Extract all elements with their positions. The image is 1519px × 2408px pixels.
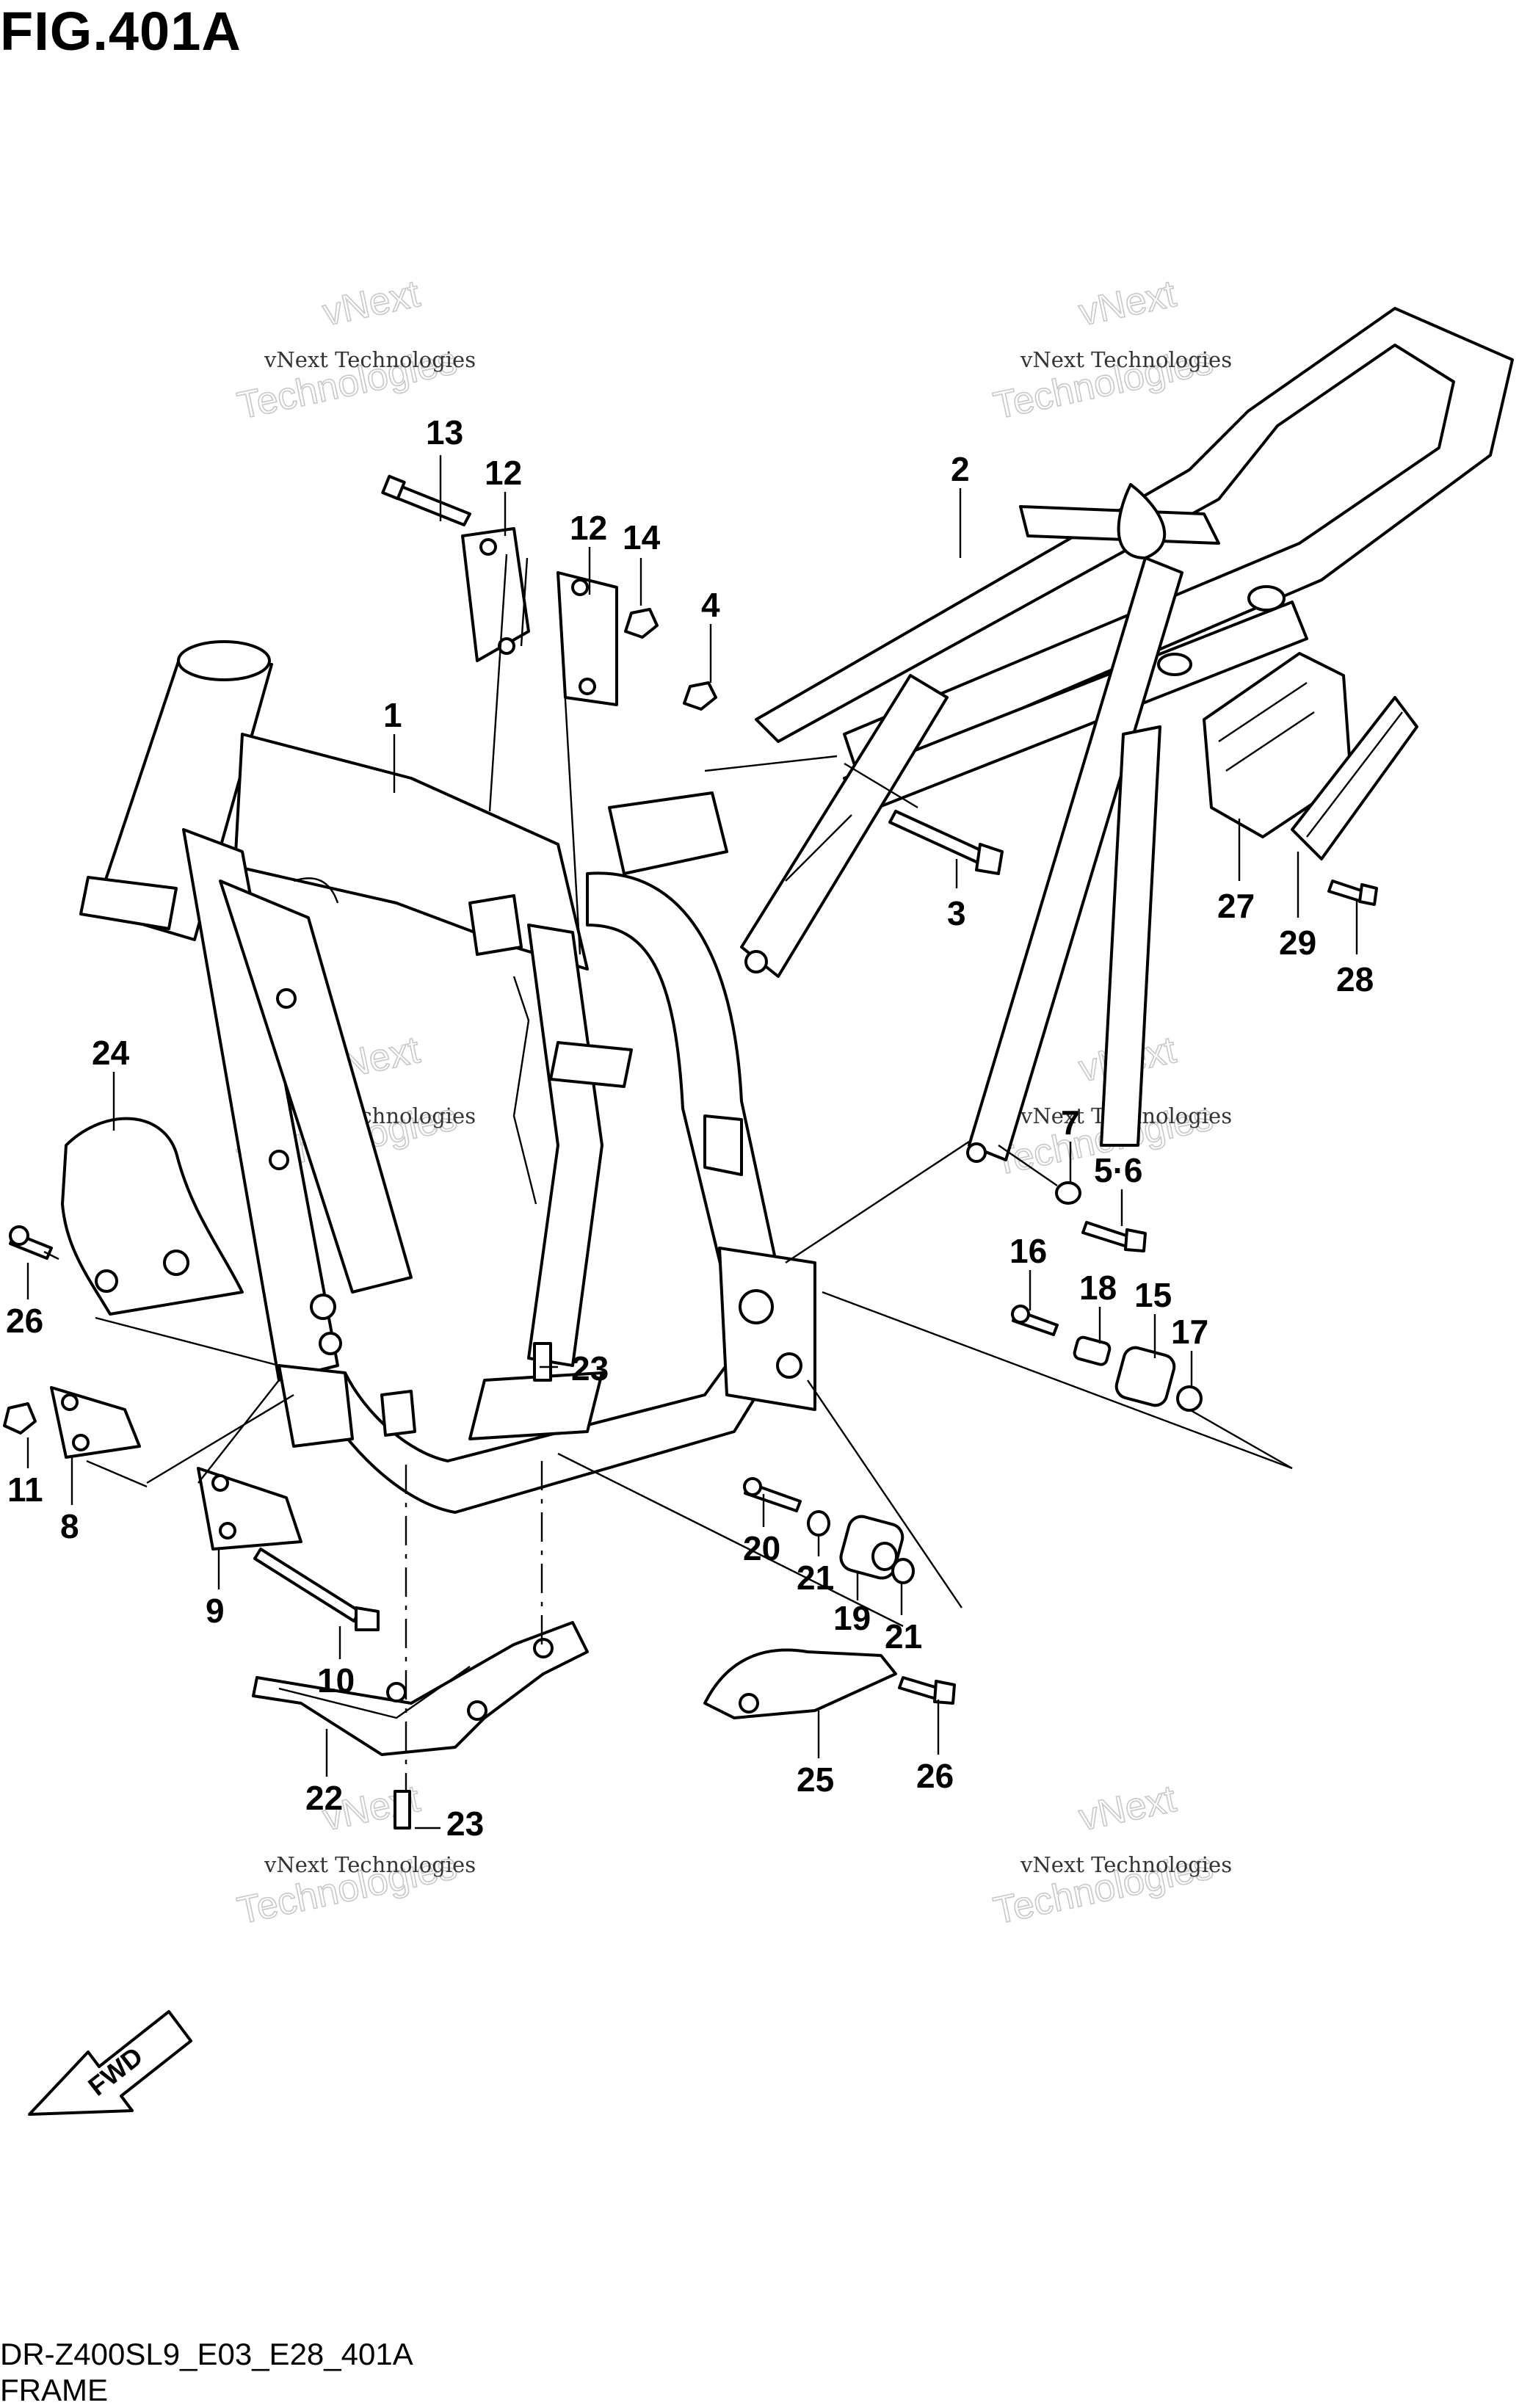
skid-plate	[252, 1621, 589, 1756]
callout-26: 26	[916, 1757, 954, 1795]
callout-23: 23	[446, 1805, 484, 1843]
callout-28: 28	[1336, 960, 1374, 998]
callout-9: 9	[206, 1592, 225, 1630]
watermark-bottom-left: vNext Technologies vNext Technologies	[233, 1777, 476, 1933]
model-code: DR-Z400SL9_E03_E28_401A	[0, 2337, 413, 2371]
fwd-arrow-icon: FWD	[28, 2010, 192, 2116]
bolt-16	[1011, 1305, 1059, 1336]
dashed-center-lines	[405, 1461, 543, 1791]
bracket-8	[50, 1386, 141, 1459]
collar-18	[1073, 1335, 1112, 1366]
callout-12: 12	[570, 509, 607, 547]
section-name: FRAME	[0, 2373, 108, 2407]
callout-13: 13	[426, 413, 463, 452]
callout-27: 27	[1217, 887, 1255, 925]
callout-15: 15	[1134, 1276, 1172, 1314]
bolt-5-6	[1081, 1221, 1147, 1252]
figure-title: FIG.401A	[0, 1, 242, 62]
nut-14	[624, 608, 659, 639]
svg-text:vNext Technologies: vNext Technologies	[264, 1852, 476, 1877]
callout-8: 8	[60, 1507, 79, 1545]
bolt-26-lower	[898, 1676, 956, 1705]
svg-text:vNext: vNext	[319, 272, 424, 334]
callout-20: 20	[743, 1529, 780, 1567]
callout-26: 26	[6, 1302, 43, 1340]
bolt-10	[253, 1548, 380, 1631]
nut-4	[683, 681, 717, 711]
watermark-top-left: vNext Technologies vNext Technologies	[233, 272, 476, 428]
callout-1: 1	[383, 696, 402, 734]
callout-25: 25	[797, 1760, 834, 1799]
washer-21-right	[891, 1558, 915, 1584]
callout-17: 17	[1171, 1313, 1208, 1351]
ecu-unit	[1203, 652, 1352, 838]
side-guard-left	[61, 1117, 244, 1316]
callout-16: 16	[1009, 1232, 1047, 1270]
bolt-13	[381, 474, 471, 526]
roller-15	[1114, 1346, 1176, 1407]
callout-10: 10	[317, 1661, 355, 1700]
bracket-9	[197, 1467, 302, 1551]
callout-12: 12	[485, 454, 522, 492]
roller-19	[839, 1515, 904, 1580]
callout-21: 21	[797, 1559, 834, 1597]
callout-labels: 13 12 12 14 4 2 1 3 27 29 28 24 7 5·6 16…	[6, 413, 1374, 1843]
bolt-23-lower	[394, 1790, 411, 1829]
bolt-20	[743, 1477, 802, 1512]
engine-mount-bracket-upper-left	[461, 527, 530, 662]
svg-text:vNext Technologies: vNext Technologies	[1020, 1852, 1232, 1877]
bolt-28	[1327, 880, 1378, 906]
callout-5-6: 5·6	[1094, 1151, 1142, 1189]
callout-22: 22	[305, 1779, 343, 1817]
svg-text:vNext: vNext	[1076, 1777, 1181, 1839]
nut-11	[3, 1402, 37, 1435]
washer-7	[1055, 1181, 1081, 1205]
side-guard-right	[703, 1648, 897, 1719]
rear-frame	[740, 307, 1514, 1163]
svg-text:vNext: vNext	[1076, 272, 1181, 334]
watermark-bottom-right: vNext Technologies vNext Technologies	[990, 1777, 1232, 1933]
bolt-23-upper	[533, 1342, 552, 1382]
callout-7: 7	[1061, 1103, 1080, 1142]
main-frame	[79, 640, 816, 1514]
callout-18: 18	[1079, 1269, 1117, 1307]
callout-2: 2	[951, 450, 970, 488]
bolt-26-upper	[9, 1225, 53, 1260]
callout-19: 19	[833, 1599, 871, 1637]
callout-3: 3	[947, 894, 966, 932]
callout-14: 14	[623, 518, 661, 556]
leader-lines	[26, 455, 1358, 1829]
svg-text:vNext Technologies: vNext Technologies	[264, 347, 476, 372]
ecu-cover	[1291, 696, 1418, 860]
callout-29: 29	[1279, 924, 1316, 962]
engine-mount-bracket-upper-right	[557, 571, 618, 706]
washer-21-left	[807, 1510, 830, 1537]
watermark-top-right: vNext Technologies vNext Technologies	[990, 272, 1232, 428]
washer-17	[1176, 1385, 1203, 1412]
svg-text:vNext Technologies: vNext Technologies	[1020, 347, 1232, 372]
bolt-3	[888, 810, 1004, 875]
callout-24: 24	[92, 1034, 130, 1072]
callout-21: 21	[885, 1617, 922, 1656]
callout-4: 4	[701, 586, 720, 624]
callout-23: 23	[571, 1349, 609, 1388]
callout-11: 11	[7, 1470, 43, 1509]
